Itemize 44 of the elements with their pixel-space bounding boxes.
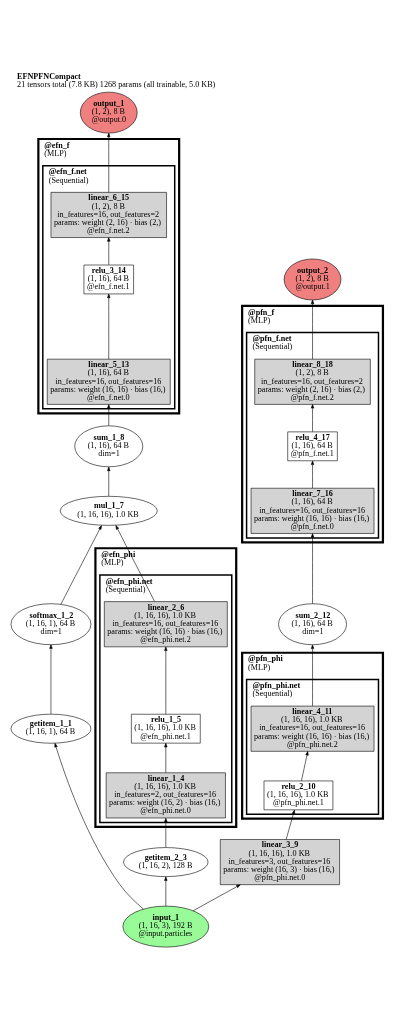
arrow [285, 809, 296, 840]
node-ellipse: input_1 (1, 16, 3), 192 B @input.particles [122, 905, 210, 947]
node-box: linear_1_4 (1, 16, 16), 1.0 KB in_features=2, out_features=16 params: weight (16, 2) · bias (16,) @efn_phi.net.0 [105, 772, 226, 818]
node-ellipse: output_1 (1, 2), 8 B @output.0 [80, 91, 138, 133]
arrow [107, 132, 111, 193]
arrow [164, 876, 168, 906]
node-ellipse: softmax_1_2 (1, 16, 1), 64 B dim=1 [10, 602, 92, 645]
arrow [310, 403, 315, 432]
arrow [164, 646, 168, 714]
node-box: relu_4_17 (1, 16), 64 B @pfn_f.net.1 [287, 431, 338, 461]
node-box: relu_2_10 (1, 16, 16), 1.0 KB @pfn_phi.net.1 [263, 780, 334, 810]
arrow [164, 742, 168, 773]
arrow [310, 644, 315, 706]
arrow [60, 524, 102, 605]
arrow [310, 299, 315, 359]
caption: 21 tensors total (7.8 KB) 1268 params (all trainable, 5.0 KB) [17, 79, 216, 89]
node-ellipse: sum_1_8 (1, 16), 64 B dim=1 [74, 425, 144, 467]
arrow [49, 643, 53, 714]
arrow [107, 466, 111, 496]
node-box: relu_1_5 (1, 16, 16), 1.0 KB @efn_phi.net.1 [131, 713, 201, 743]
arrow [54, 742, 144, 909]
node-box: linear_4_11 (1, 16, 16), 1.0 KB in_features=16, out_features=16 params: weight (16, 16) · bias (16,) @pfn_phi.net.2 [250, 705, 375, 752]
node-box: linear_2_6 (1, 16, 16), 1.0 KB in_features=16, out_features=16 params: weight (16, 16) · bias (16,) @efn_phi.net.2 [104, 600, 228, 647]
node-box: linear_8_18 (1, 2), 8 B in_features=16, out_features=2 params: weight (2, 16) · bias (2,) @pfn_f.net.2 [254, 358, 371, 405]
node-ellipse: output_2 (1, 2), 8 B @output.1 [283, 258, 342, 300]
arrow [115, 524, 155, 602]
node-box: linear_5_13 (1, 16), 64 B in_features=16, out_features=16 params: weight (16, 16) · bias (16,) @efn_f.net.0 [46, 358, 171, 405]
node-ellipse: sum_2_12 (1, 16), 64 B dim=1 [278, 602, 347, 645]
arrow [301, 750, 309, 781]
arrow [107, 236, 111, 265]
node-ellipse: getitem_2_3 (1, 16, 2), 128 B [123, 846, 209, 877]
arrow [192, 883, 241, 911]
arrow [107, 403, 111, 426]
node-box: relu_3_14 (1, 16), 64 B @efn_f.net.1 [83, 264, 134, 294]
arrow [107, 293, 111, 359]
node-box: linear_7_16 (1, 16), 64 B in_features=16, out_features=16 params: weight (16, 16) · bias (16,) @pfn_f.net.0 [250, 487, 375, 534]
arrow [310, 532, 315, 604]
node-ellipse: getitem_1_1 (1, 16, 1), 64 B [10, 713, 92, 743]
node-box: linear_6_15 (1, 2), 8 B in_features=16, out_features=2 params: weight (2, 16) · bias (2,) @efn_f.net.2 [50, 191, 167, 238]
node-ellipse: mul_1_7 (1, 16, 16), 1.0 KB [59, 495, 158, 526]
diagram-title: EFNPFNCompact [17, 71, 81, 81]
arrow [310, 460, 315, 488]
node-box: linear_3_9 (1, 16, 16), 1.0 KB in_features=3, out_features=16 params: weight (16, 3) · bias (16,) @pfn_phi.net.0 [220, 838, 340, 885]
arrow [164, 817, 168, 847]
